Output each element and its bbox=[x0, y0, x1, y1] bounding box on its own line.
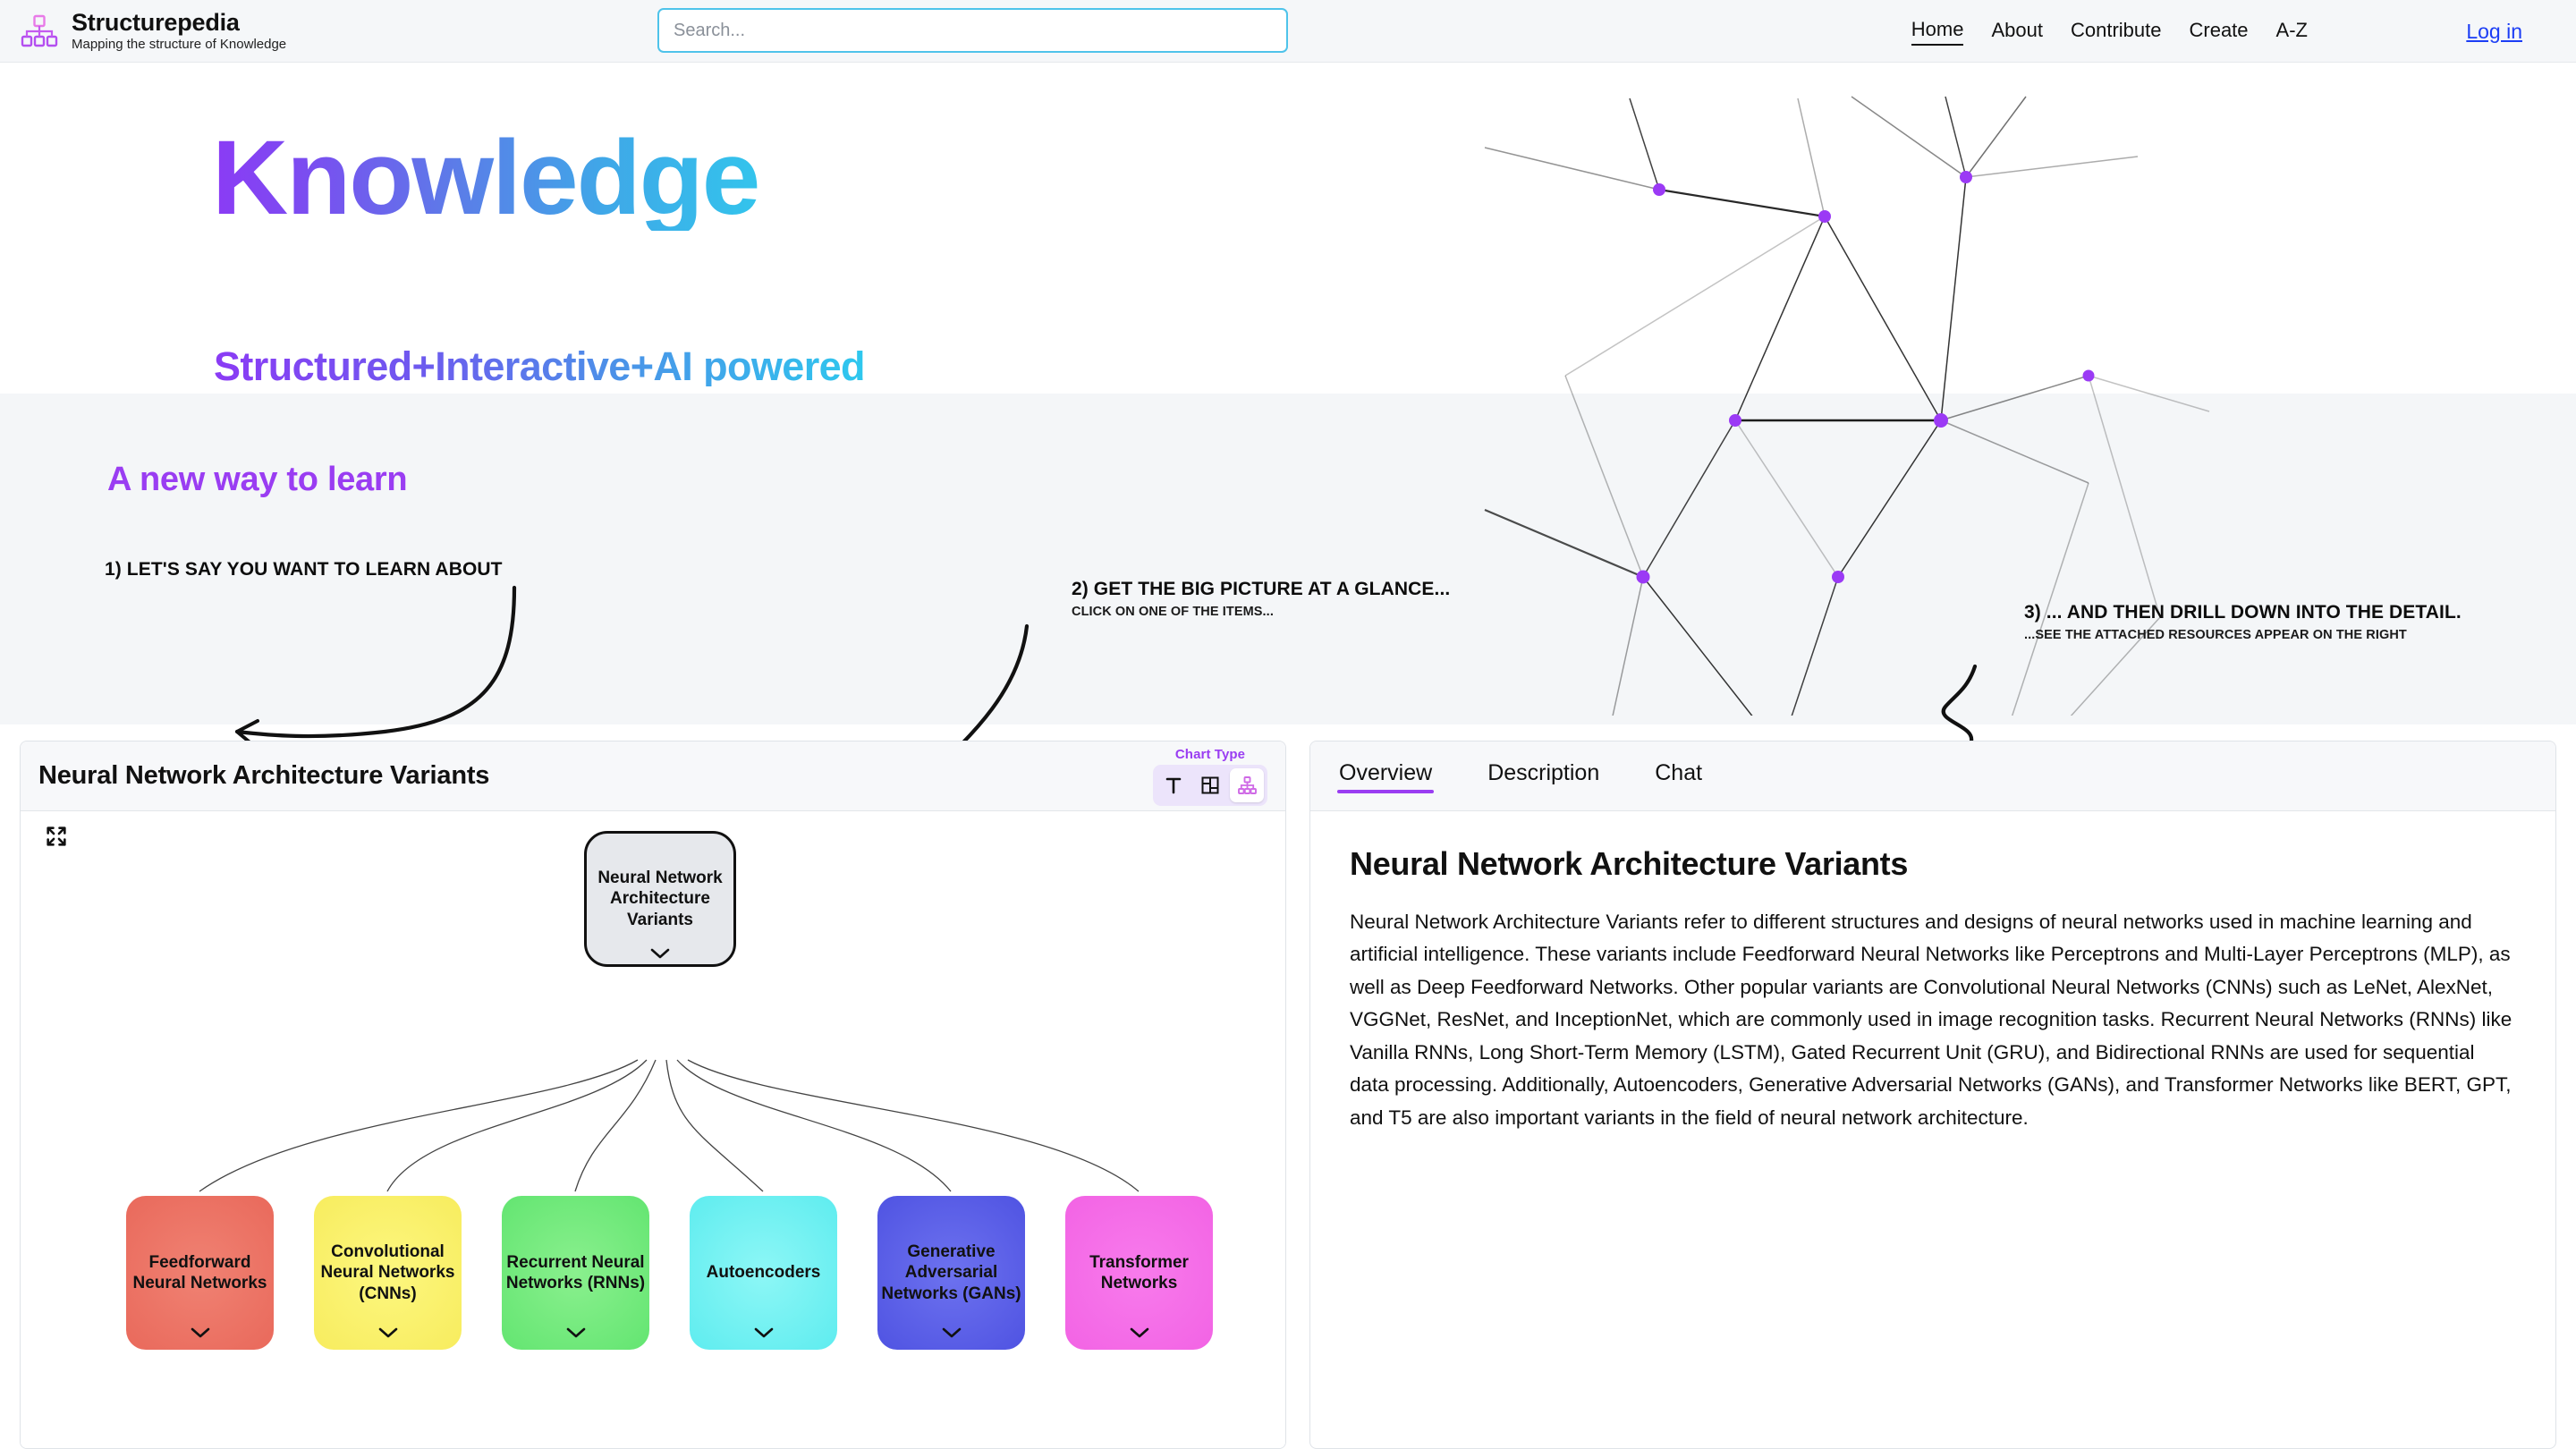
detail-title: Neural Network Architecture Variants bbox=[1350, 845, 1909, 882]
hierarchy-icon bbox=[1237, 775, 1257, 794]
nav-item-create[interactable]: Create bbox=[2189, 18, 2249, 41]
hierarchy-icon bbox=[21, 14, 58, 47]
chevron-down-icon bbox=[650, 948, 670, 959]
nav-item-contribute[interactable]: Contribute bbox=[2070, 18, 2162, 41]
brand[interactable]: Structurepedia Mapping the structure of … bbox=[0, 8, 287, 52]
chart-type-text-button[interactable] bbox=[1157, 768, 1191, 802]
chart-type-label: Chart Type bbox=[1174, 747, 1246, 762]
section-title: A new way to learn bbox=[107, 461, 408, 498]
tree-node-label: Feedforward Neural Networks bbox=[132, 1252, 267, 1292]
tree-node-label: Convolutional Neural Networks (CNNs) bbox=[320, 1242, 455, 1303]
text-icon bbox=[1165, 777, 1182, 794]
tree-node-feedforward[interactable]: Feedforward Neural Networks bbox=[126, 1196, 274, 1350]
step-3: 3) ... AND THEN DRILL DOWN INTO THE DETA… bbox=[2024, 602, 2462, 642]
step-2-heading: 2) GET THE BIG PICTURE AT A GLANCE... bbox=[1072, 579, 1451, 599]
tree-node-label: Recurrent Neural Networks (RNNs) bbox=[505, 1252, 646, 1292]
brand-subtitle: Mapping the structure of Knowledge bbox=[72, 36, 287, 52]
tree-node-label: Generative Adversarial Networks (GANs) bbox=[881, 1242, 1021, 1303]
hero-section: Knowledge Structured+Interactive+AI powe… bbox=[0, 63, 2576, 394]
tree-node-gan[interactable]: Generative Adversarial Networks (GANs) bbox=[877, 1196, 1025, 1350]
chart-panel: Neural Network Architecture Variants Cha… bbox=[20, 741, 1286, 1449]
chevron-down-icon bbox=[191, 1327, 209, 1338]
tree-node-root[interactable]: Neural Network Architecture Variants bbox=[584, 831, 736, 967]
step-1-heading: 1) LET'S SAY YOU WANT TO LEARN ABOUT bbox=[105, 559, 503, 580]
content-panels: Neural Network Architecture Variants Cha… bbox=[0, 741, 2576, 1449]
tree-node-root-label: Neural Network Architecture Variants bbox=[597, 869, 723, 929]
tree-node-label: Transformer Networks bbox=[1089, 1252, 1189, 1292]
search-container bbox=[657, 8, 1288, 53]
nav-item-a-z[interactable]: A-Z bbox=[2275, 18, 2308, 41]
expand-arrows-icon[interactable] bbox=[44, 824, 69, 849]
step-1: 1) LET'S SAY YOU WANT TO LEARN ABOUT bbox=[105, 559, 503, 580]
tree-node-label: Autoencoders bbox=[706, 1263, 821, 1283]
chart-panel-title: Neural Network Architecture Variants bbox=[38, 761, 490, 790]
step-2: 2) GET THE BIG PICTURE AT A GLANCE... CL… bbox=[1072, 579, 1450, 619]
search-input[interactable] bbox=[657, 8, 1288, 53]
tree-node-cnn[interactable]: Convolutional Neural Networks (CNNs) bbox=[314, 1196, 462, 1350]
chart-type-selector: Chart Type bbox=[1153, 747, 1267, 806]
hero-subtitle: Structured+Interactive+AI powered bbox=[214, 343, 866, 389]
login-link[interactable]: Log in bbox=[2466, 19, 2522, 43]
step-3-sub: ...SEE THE ATTACHED RESOURCES APPEAR ON … bbox=[2024, 628, 2407, 642]
detail-panel: Overview Description Chat Neural Network… bbox=[1309, 741, 2556, 1449]
chevron-down-icon bbox=[566, 1327, 585, 1338]
chevron-down-icon bbox=[754, 1327, 773, 1338]
layout-grid-icon bbox=[1201, 776, 1219, 794]
nav-item-about[interactable]: About bbox=[1991, 18, 2043, 41]
tab-overview[interactable]: Overview bbox=[1337, 755, 1435, 797]
chevron-down-icon bbox=[942, 1327, 961, 1338]
step-2-sub: CLICK ON ONE OF THE ITEMS... bbox=[1072, 605, 1274, 619]
detail-tabs: Overview Description Chat bbox=[1310, 741, 2555, 811]
tree-node-autoencoders[interactable]: Autoencoders bbox=[690, 1196, 837, 1350]
login-container: Log in bbox=[2466, 0, 2522, 63]
chart-panel-header: Neural Network Architecture Variants Cha… bbox=[21, 741, 1285, 811]
tree-node-rnn[interactable]: Recurrent Neural Networks (RNNs) bbox=[502, 1196, 649, 1350]
detail-paragraph: Neural Network Architecture Variants ref… bbox=[1350, 911, 2512, 1129]
chart-canvas[interactable]: Neural Network Architecture Variants Fee… bbox=[21, 811, 1285, 1448]
tab-chat[interactable]: Chat bbox=[1655, 760, 1703, 785]
detail-body: Neural Network Architecture Variants Neu… bbox=[1310, 811, 2555, 1134]
main-nav: Home About Contribute Create A-Z bbox=[1911, 0, 2308, 63]
hero-title: Knowledge bbox=[212, 119, 760, 237]
step-3-heading: 3) ... AND THEN DRILL DOWN INTO THE DETA… bbox=[2024, 602, 2462, 623]
top-navigation-bar: Structurepedia Mapping the structure of … bbox=[0, 0, 2576, 63]
chart-type-grid-button[interactable] bbox=[1193, 768, 1227, 802]
chevron-down-icon bbox=[378, 1327, 397, 1338]
chart-type-tree-button[interactable] bbox=[1230, 768, 1264, 802]
tree-node-transformer[interactable]: Transformer Networks bbox=[1065, 1196, 1213, 1350]
tree-connectors bbox=[199, 1059, 1140, 1192]
nav-item-home[interactable]: Home bbox=[1911, 18, 1964, 46]
tab-description[interactable]: Description bbox=[1487, 760, 1600, 785]
brand-title: Structurepedia bbox=[72, 8, 240, 36]
chevron-down-icon bbox=[1130, 1327, 1148, 1338]
